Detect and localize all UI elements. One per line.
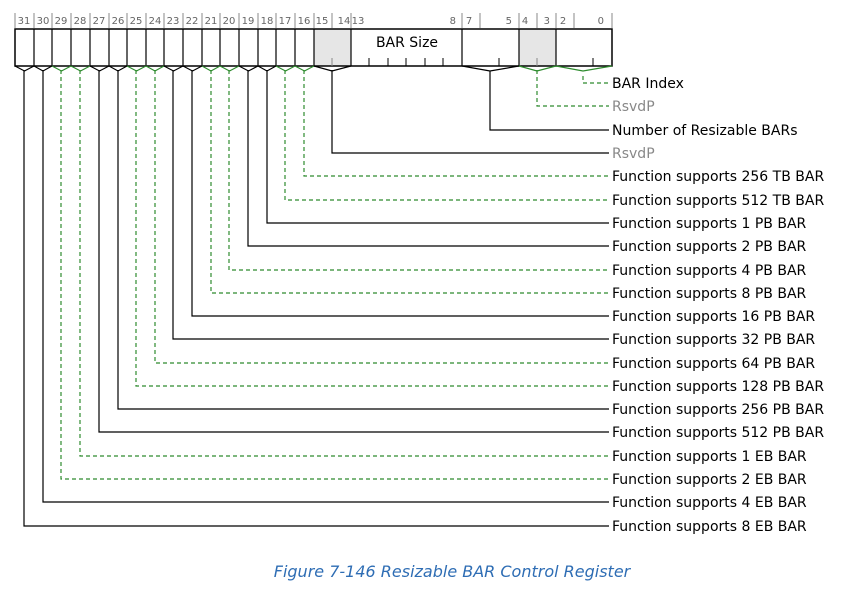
field-bracket: [219, 65, 240, 72]
bit-number: 8: [450, 16, 456, 27]
bit-number: 27: [93, 16, 106, 27]
field-leader-line: [228, 70, 609, 271]
field-leader-line: [98, 70, 609, 433]
bit-number: 2: [560, 16, 566, 27]
field-bracket: [163, 65, 184, 72]
field-label: Function supports 512 TB BAR: [612, 193, 824, 209]
field-leader-line: [303, 70, 609, 177]
bit-number: 22: [186, 16, 199, 27]
field-bracket: [108, 65, 128, 72]
field-label: Function supports 4 EB BAR: [612, 495, 807, 511]
bit-number: 21: [205, 16, 218, 27]
bit-number: 15: [316, 16, 329, 27]
field-leader-line: [191, 70, 609, 317]
field-bracket: [461, 65, 520, 72]
bit-number: 25: [130, 16, 143, 27]
field-bracket: [275, 65, 296, 72]
figure-caption: Figure 7-146 Resizable BAR Control Regis…: [273, 562, 631, 581]
field-bracket: [33, 65, 53, 72]
field-leader-line: [247, 70, 609, 247]
field-label: Function supports 64 PB BAR: [612, 356, 815, 372]
bit-number: 0: [598, 16, 604, 27]
field-label: Function supports 256 PB BAR: [612, 402, 824, 418]
bit-number: 5: [506, 16, 512, 27]
field-leader-line: [172, 70, 609, 340]
field-leader-line: [210, 70, 609, 294]
bar-size-field-label: BAR Size: [376, 35, 438, 51]
bit-number: 13: [352, 16, 365, 27]
field-leader-line: [284, 70, 609, 201]
field-label: Function supports 32 PB BAR: [612, 332, 815, 348]
bit-number: 30: [37, 16, 50, 27]
field-leader-line: [117, 70, 609, 410]
bit-number: 4: [522, 16, 528, 27]
field-bracket: [126, 65, 147, 72]
field-bracket: [145, 65, 165, 72]
field-label: Function supports 2 EB BAR: [612, 472, 807, 488]
bit-number: 17: [279, 16, 292, 27]
field-label: Number of Resizable BARs: [612, 123, 798, 139]
field-leader-line: [23, 70, 609, 527]
bit-number: 3: [544, 16, 550, 27]
field-label: BAR Index: [612, 76, 684, 92]
field-leader-line: [536, 70, 609, 107]
field-bracket: [313, 65, 352, 72]
field-bracket: [555, 65, 613, 72]
field-leader-line: [266, 70, 609, 224]
bit-number: 23: [167, 16, 180, 27]
field-bracket: [238, 65, 259, 72]
field-leader-line: [154, 70, 609, 364]
register-box: [14, 28, 613, 67]
bit-number: 18: [261, 16, 274, 27]
field-label: Function supports 1 PB BAR: [612, 216, 807, 232]
bit-number: 24: [149, 16, 162, 27]
field-bracket: [14, 65, 35, 72]
field-bracket: [89, 65, 110, 72]
field-label: Function supports 128 PB BAR: [612, 379, 824, 395]
field-label: Function supports 1 EB BAR: [612, 449, 807, 465]
field-leader-line: [582, 76, 609, 84]
field-label: RsvdP: [612, 99, 655, 115]
bit-number: 19: [242, 16, 255, 27]
field-bracket: [518, 65, 557, 72]
field-bracket: [182, 65, 203, 72]
bit-number: 16: [298, 16, 311, 27]
bit-number: 7: [466, 16, 472, 27]
field-leader-line: [489, 71, 609, 131]
field-bracket: [294, 65, 315, 72]
field-label: Function supports 512 PB BAR: [612, 425, 824, 441]
field-label: Function supports 8 EB BAR: [612, 519, 807, 535]
bit-number: 14: [338, 16, 351, 27]
field-bracket: [51, 65, 72, 72]
bit-number: 26: [112, 16, 125, 27]
field-bracket: [257, 65, 277, 72]
field-leader-line: [42, 70, 609, 503]
field-leader-line: [135, 70, 609, 387]
bit-number: 31: [18, 16, 31, 27]
field-label: Function supports 16 PB BAR: [612, 309, 815, 325]
field-label: Function supports 2 PB BAR: [612, 239, 807, 255]
field-label: RsvdP: [612, 146, 655, 162]
field-leader-line: [331, 70, 609, 154]
field-leader-line: [79, 70, 609, 457]
bit-number: 28: [74, 16, 87, 27]
bit-number: 29: [55, 16, 68, 27]
field-bracket: [70, 65, 91, 72]
bit-number: 20: [223, 16, 236, 27]
field-leader-lines: [14, 65, 613, 527]
field-label: Function supports 8 PB BAR: [612, 286, 807, 302]
field-bracket: [201, 65, 221, 72]
field-leader-line: [60, 70, 609, 480]
field-label: Function supports 256 TB BAR: [612, 169, 824, 185]
field-label: Function supports 4 PB BAR: [612, 263, 807, 279]
